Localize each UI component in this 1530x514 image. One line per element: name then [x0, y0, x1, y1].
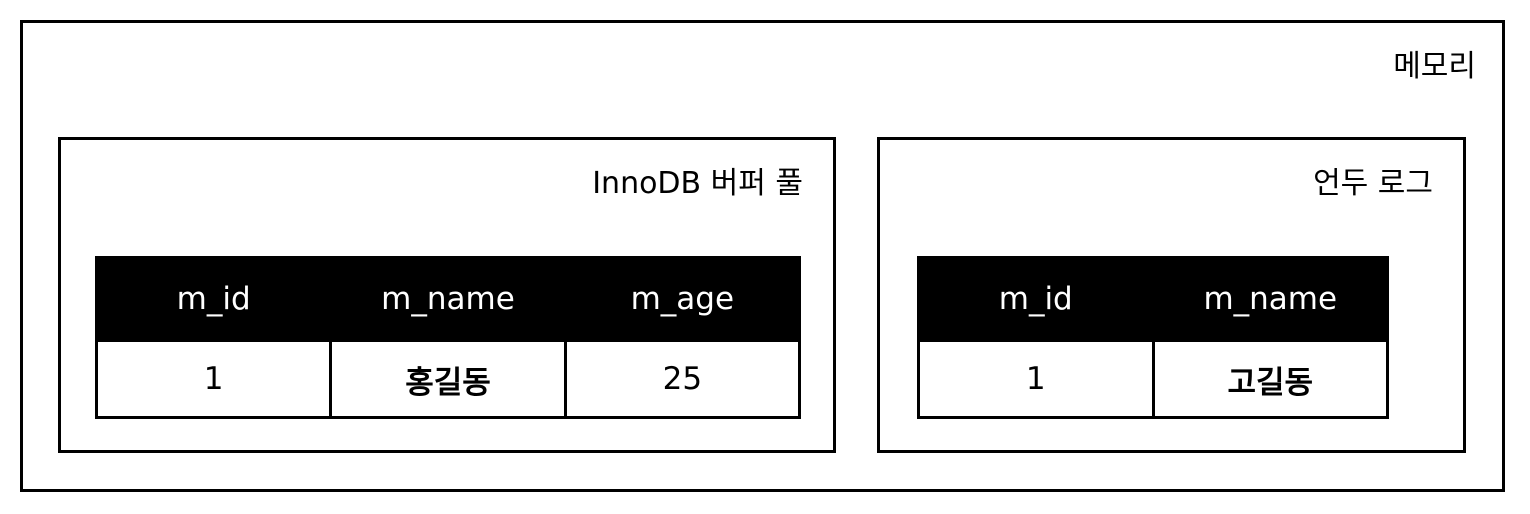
table-header-row: m_id m_name m_age	[94, 256, 802, 342]
table-row: 1 홍길동 25	[94, 339, 802, 419]
undo-log-title: 언두 로그	[1313, 166, 1433, 201]
buffer-pool-title: InnoDB 버퍼 풀	[592, 166, 803, 201]
undo-log-box: 언두 로그 m_id m_name 1 고길동	[877, 137, 1466, 453]
header-m-age: m_age	[563, 256, 802, 342]
buffer-pool-box: InnoDB 버퍼 풀 m_id m_name m_age 1 홍길동 25	[58, 137, 836, 453]
cell-m-id: 1	[94, 339, 333, 419]
cell-m-name: 고길동	[1151, 339, 1389, 419]
memory-title: 메모리	[1393, 49, 1476, 84]
header-m-id: m_id	[94, 256, 333, 342]
undo-log-table: m_id m_name 1 고길동	[917, 256, 1389, 419]
buffer-pool-table: m_id m_name m_age 1 홍길동 25	[94, 256, 802, 419]
table-row: 1 고길동	[917, 339, 1389, 419]
cell-m-name: 홍길동	[329, 339, 567, 419]
cell-m-age: 25	[563, 339, 802, 419]
cell-m-id: 1	[917, 339, 1155, 419]
table-header-row: m_id m_name	[917, 256, 1389, 342]
header-m-id: m_id	[917, 256, 1155, 342]
header-m-name: m_name	[1151, 256, 1389, 342]
header-m-name: m_name	[329, 256, 567, 342]
